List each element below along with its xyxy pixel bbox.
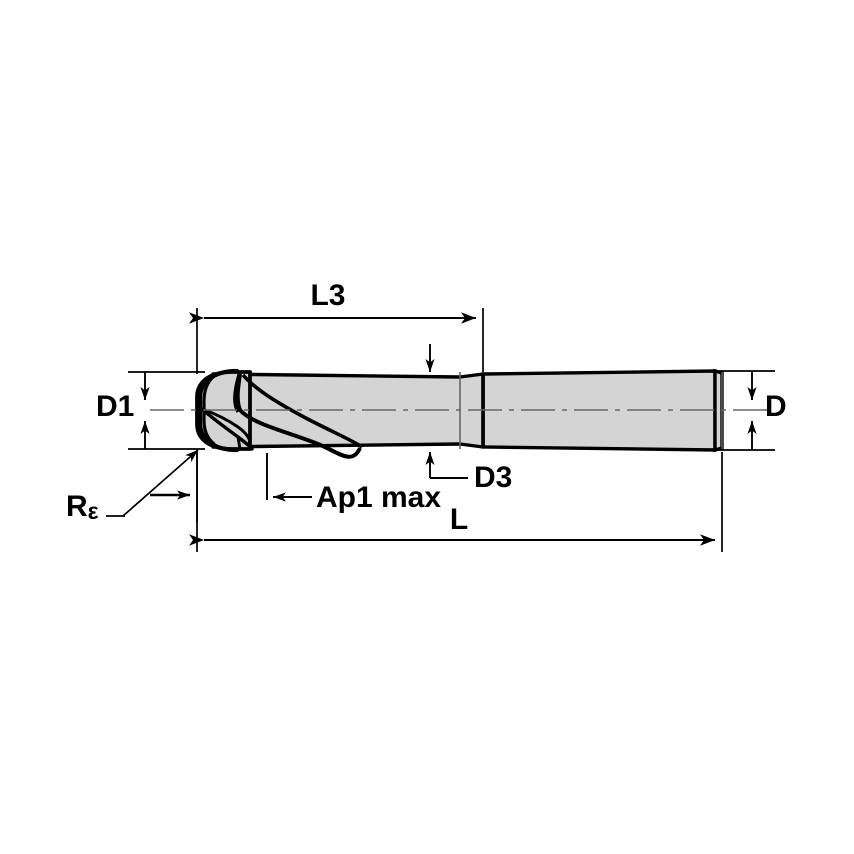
r-epsilon-letter: R [66,490,88,523]
flute-upper-edge [241,373,364,449]
tool-body-group [195,368,724,459]
flute-lower-boundary [236,436,242,450]
dimension-D: D [715,370,787,451]
r-epsilon-label: Rε [66,490,99,524]
tip-cutting-edge-arc [197,368,240,453]
ap1-max-label: Ap1 max [316,481,441,514]
dimension-L3: L3 [189,279,484,374]
dimension-Ap1-max: Ap1 max [266,453,441,514]
tip-rake-face-line [200,407,252,443]
d3-label: D3 [474,461,512,494]
flute-primary [235,373,362,459]
dimension-R-epsilon: Rε [66,449,199,524]
l3-label: L3 [310,279,345,312]
r-epsilon-leader-diagonal [122,449,199,517]
l-label: L [450,503,468,536]
dimension-D1: D1 [96,371,205,450]
shank-end-face [713,368,724,453]
d-label: D [765,390,787,423]
dimension-D3: D3 [425,344,512,494]
centerline-group [150,372,770,449]
d1-label: D1 [96,390,134,423]
r-epsilon-subscript: ε [88,498,99,524]
dimension-L: L [189,449,723,552]
